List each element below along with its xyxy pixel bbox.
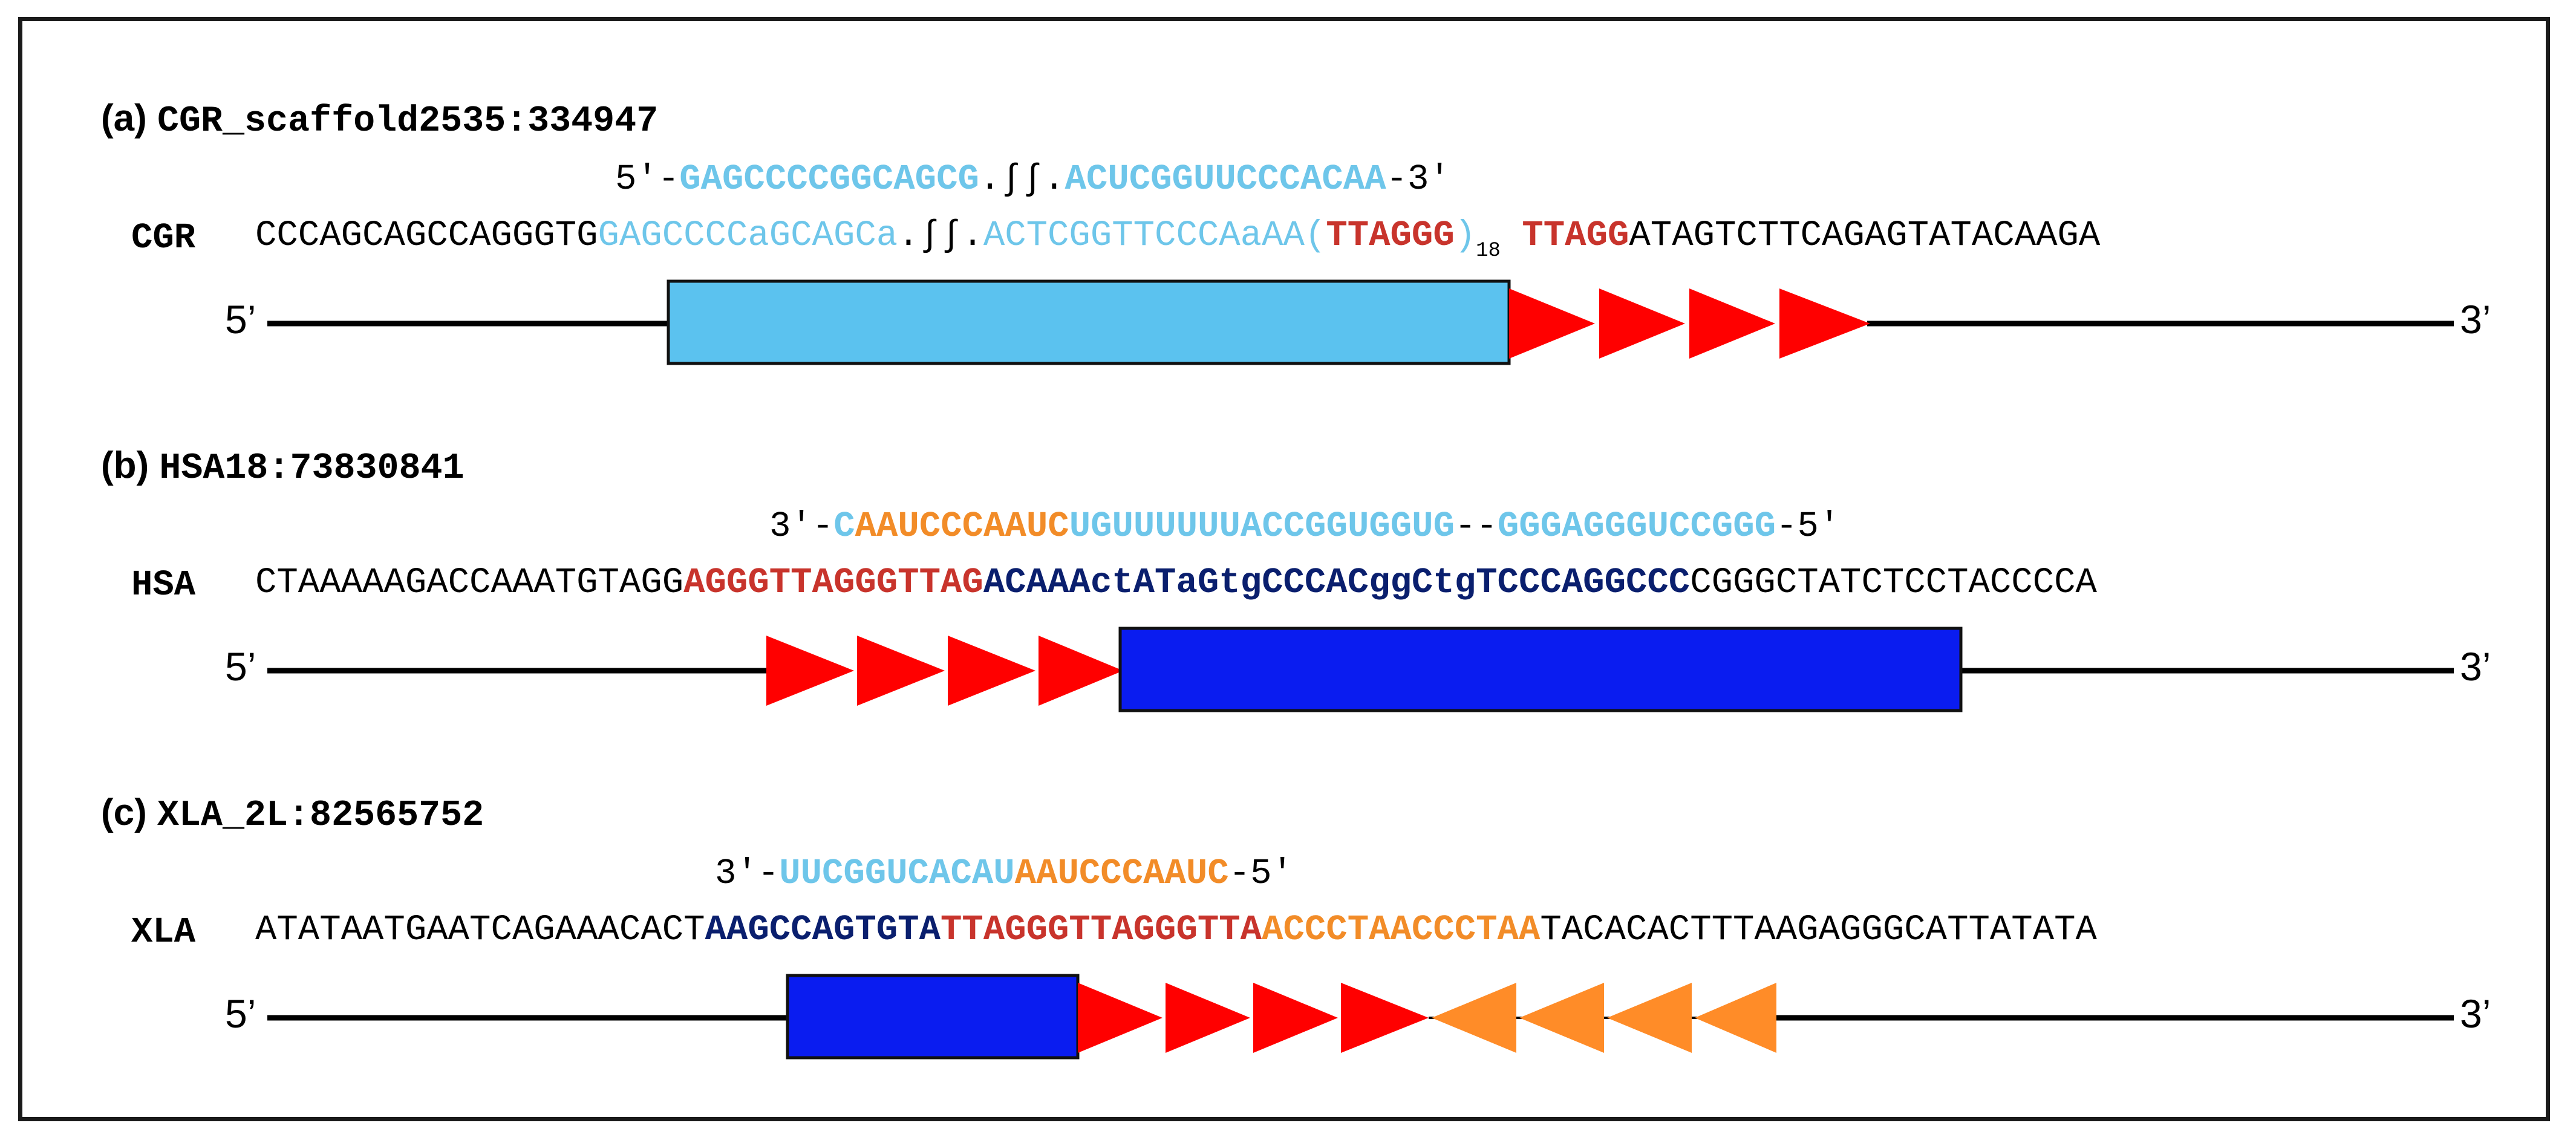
panel-c-genomic-sequence: ATATAATGAATCAGAAACACTAAGCCAGTGTATTAGGGTT…: [255, 912, 2097, 948]
gene-segment: ACAAActATaGtgCCCACggCtgTCCCAGGCCC: [983, 562, 1691, 603]
panel-a-label: (a) CGR_scaffold2535:334947: [101, 97, 658, 142]
panel-a-species: CGR: [131, 218, 196, 258]
red-repeat-arrow: [1078, 983, 1162, 1053]
panel-b-label: (b) HSA18:73830841: [101, 444, 465, 489]
repeat-open-paren: (: [1304, 215, 1326, 256]
genomic-flank-right: ATAGTCTTCAGAGTATACAAGA: [1629, 215, 2101, 256]
rna-suffix: -5′: [1228, 853, 1293, 894]
red-repeat-arrow: [1253, 983, 1338, 1053]
panel-a-tag: (a): [101, 97, 147, 139]
red-repeat-arrow: [1166, 983, 1250, 1053]
rna-prefix: 3′-: [715, 853, 780, 894]
panel-c-label: (c) XLA_2L:82565752: [101, 791, 484, 836]
telomeric-repeats: TTAGGGTTAGGGTTA: [941, 910, 1262, 950]
telomeric-repeat-unit: TTAGGG: [1326, 215, 1455, 256]
genomic-flank-left: CTAAAAAGACCAAATGTAGG: [255, 562, 684, 603]
red-repeat-arrow: [1509, 288, 1595, 359]
rna-match-segment: UGUUUUUUACCGGUGGUG: [1069, 506, 1455, 547]
panel-c-locus: XLA_2L:82565752: [157, 795, 484, 836]
genomic-flank-left: CCCAGCAGCCAGGGTG: [255, 215, 598, 256]
rna-dashes: --: [1455, 506, 1498, 547]
orange-inverted-repeat-arrow: [1607, 983, 1692, 1053]
rna-second-segment: ACUCGGUUCCCACAA: [1065, 159, 1386, 200]
red-repeat-arrow: [857, 636, 945, 706]
rna-gap: .∫∫.: [979, 159, 1065, 200]
genomic-match-1: GAGCCCCaGCAGCa: [598, 215, 898, 256]
panel-b-locus: HSA18:73830841: [159, 448, 465, 489]
red-repeat-arrow: [1341, 983, 1429, 1053]
gene-segment: AAGCCAGTGTA: [705, 910, 941, 950]
partial-repeat: TTAGG: [1522, 215, 1629, 256]
rna-telomeric-segment: AAUCCCAAUC: [1014, 853, 1229, 894]
rna-prefix: 3′-: [769, 506, 834, 547]
five-prime-end: 5’: [225, 644, 256, 689]
panel-c-tag: (c): [101, 792, 147, 833]
rna-suffix: -5′: [1776, 506, 1841, 547]
panel-b-diagram: 5’ 3’: [225, 627, 2491, 712]
panel-b: (b) HSA18:73830841 3′-CAAUCCCAAUCUGUUUUU…: [22, 368, 2546, 731]
panel-c: (c) XLA_2L:82565752 3′-UUCGGUCACAUAAUCCC…: [22, 715, 2546, 1078]
genomic-gap: .∫∫.: [898, 215, 983, 256]
rna-seed-segment: GAGCCCCGGCAGCG: [679, 159, 979, 200]
red-repeat-arrow: [1689, 288, 1775, 359]
genomic-flank-right: TACACACTTTAAGAGGGCATTATATA: [1540, 910, 2097, 950]
panel-c-diagram: 5’ 3’: [225, 974, 2491, 1060]
genomic-match-2: ACTCGGTTCCCAaAA: [983, 215, 1305, 256]
three-prime-end: 3’: [2460, 644, 2491, 689]
panel-b-genomic-sequence: CTAAAAAGACCAAATGTAGGAGGGTTAGGGTTAGACAAAc…: [255, 565, 2097, 601]
five-prime-end: 5’: [225, 297, 256, 342]
genomic-flank-left: ATATAATGAATCAGAAACACT: [255, 910, 705, 950]
rna-first-base: C: [833, 506, 855, 547]
rna-suffix: -3′: [1386, 159, 1450, 200]
rna-match-segment: UUCGGUCACAU: [779, 853, 1015, 894]
panel-c-rna-sequence: 3′-UUCGGUCACAUAAUCCCAAUC-5′: [715, 856, 1293, 891]
red-repeat-arrow: [1599, 288, 1685, 359]
orange-inverted-repeat-arrow: [1432, 983, 1516, 1053]
telomeric-repeats: AGGGTTAGGGTTAG: [683, 562, 983, 603]
panel-a-diagram: 5’ 3’: [225, 279, 2491, 365]
rna-prefix: 5′-: [615, 159, 680, 200]
three-prime-end: 3’: [2460, 297, 2491, 342]
panel-b-tag: (b): [101, 444, 149, 486]
rna-end-segment: GGGAGGGUCCGGG: [1497, 506, 1776, 547]
panel-a-locus: CGR_scaffold2535:334947: [157, 101, 659, 142]
repeat-count: 18: [1476, 239, 1501, 262]
panel-c-species: XLA: [131, 912, 196, 952]
panel-b-species: HSA: [131, 565, 196, 605]
genomic-flank-right: CGGGCTATCTCCTACCCCA: [1690, 562, 2097, 603]
panel-a: (a) CGR_scaffold2535:334947 5′-GAGCCCCGG…: [22, 21, 2546, 384]
red-repeat-arrow: [1779, 288, 1870, 359]
three-prime-end: 3’: [2460, 991, 2491, 1036]
panel-a-rna-sequence: 5′-GAGCCCCGGCAGCG.∫∫.ACUCGGUUCCCACAA-3′: [615, 161, 1450, 197]
dark-blue-gene-box: [1118, 627, 1963, 712]
orange-inverted-repeat-arrow: [1695, 983, 1776, 1053]
inverted-telomeric-repeats: ACCCTAACCCTAA: [1262, 910, 1541, 950]
orange-inverted-repeat-arrow: [1519, 983, 1604, 1053]
rna-telomeric-segment: AAUCCCAAUC: [855, 506, 1069, 547]
repeat-close-paren: ): [1454, 215, 1476, 256]
five-prime-end: 5’: [225, 991, 256, 1036]
figure-frame: (a) CGR_scaffold2535:334947 5′-GAGCCCCGG…: [18, 17, 2550, 1121]
dark-blue-gene-box: [786, 974, 1080, 1060]
light-blue-gene-box: [667, 279, 1511, 365]
red-repeat-arrow: [1039, 636, 1123, 706]
red-repeat-arrow: [948, 636, 1035, 706]
panel-b-rna-sequence: 3′-CAAUCCCAAUCUGUUUUUUACCGGUGGUG--GGGAGG…: [769, 509, 1840, 544]
panel-a-genomic-sequence: CCCAGCAGCCAGGGTGGAGCCCCaGCAGCa.∫∫.ACTCGG…: [255, 218, 2100, 261]
red-repeat-arrow: [766, 636, 854, 706]
